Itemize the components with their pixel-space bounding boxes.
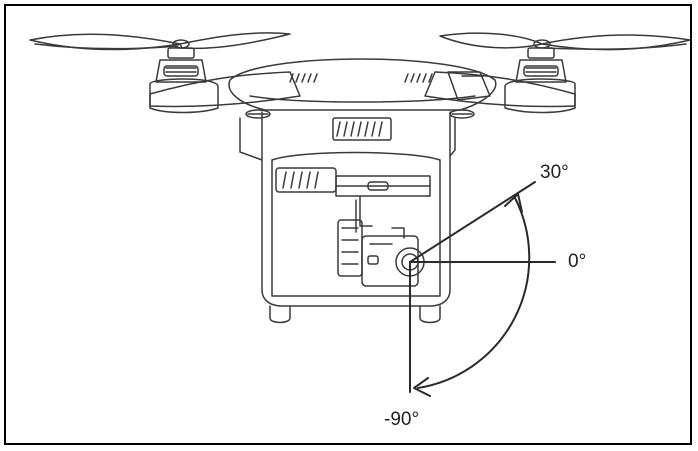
drone-body-shell (149, 58, 576, 119)
tilt-range-arc (417, 197, 531, 389)
thirty-degree-line (409, 181, 536, 263)
left-propeller-icon (29, 32, 291, 51)
drone-lower-body (239, 111, 456, 324)
angle-label-minus-90: -90° (384, 409, 420, 430)
figure-frame (4, 4, 692, 445)
angle-label-0: 0° (568, 251, 587, 272)
right-motor-icon (504, 47, 576, 114)
angle-indicators (409, 181, 556, 397)
gimbal-camera-icon (337, 195, 425, 287)
left-motor-icon (149, 47, 219, 114)
arc-arrow-bottom-icon (413, 377, 431, 397)
angle-label-30: 30° (540, 162, 569, 183)
arc-arrow-top-icon (504, 193, 523, 213)
right-propeller-icon (439, 32, 691, 51)
